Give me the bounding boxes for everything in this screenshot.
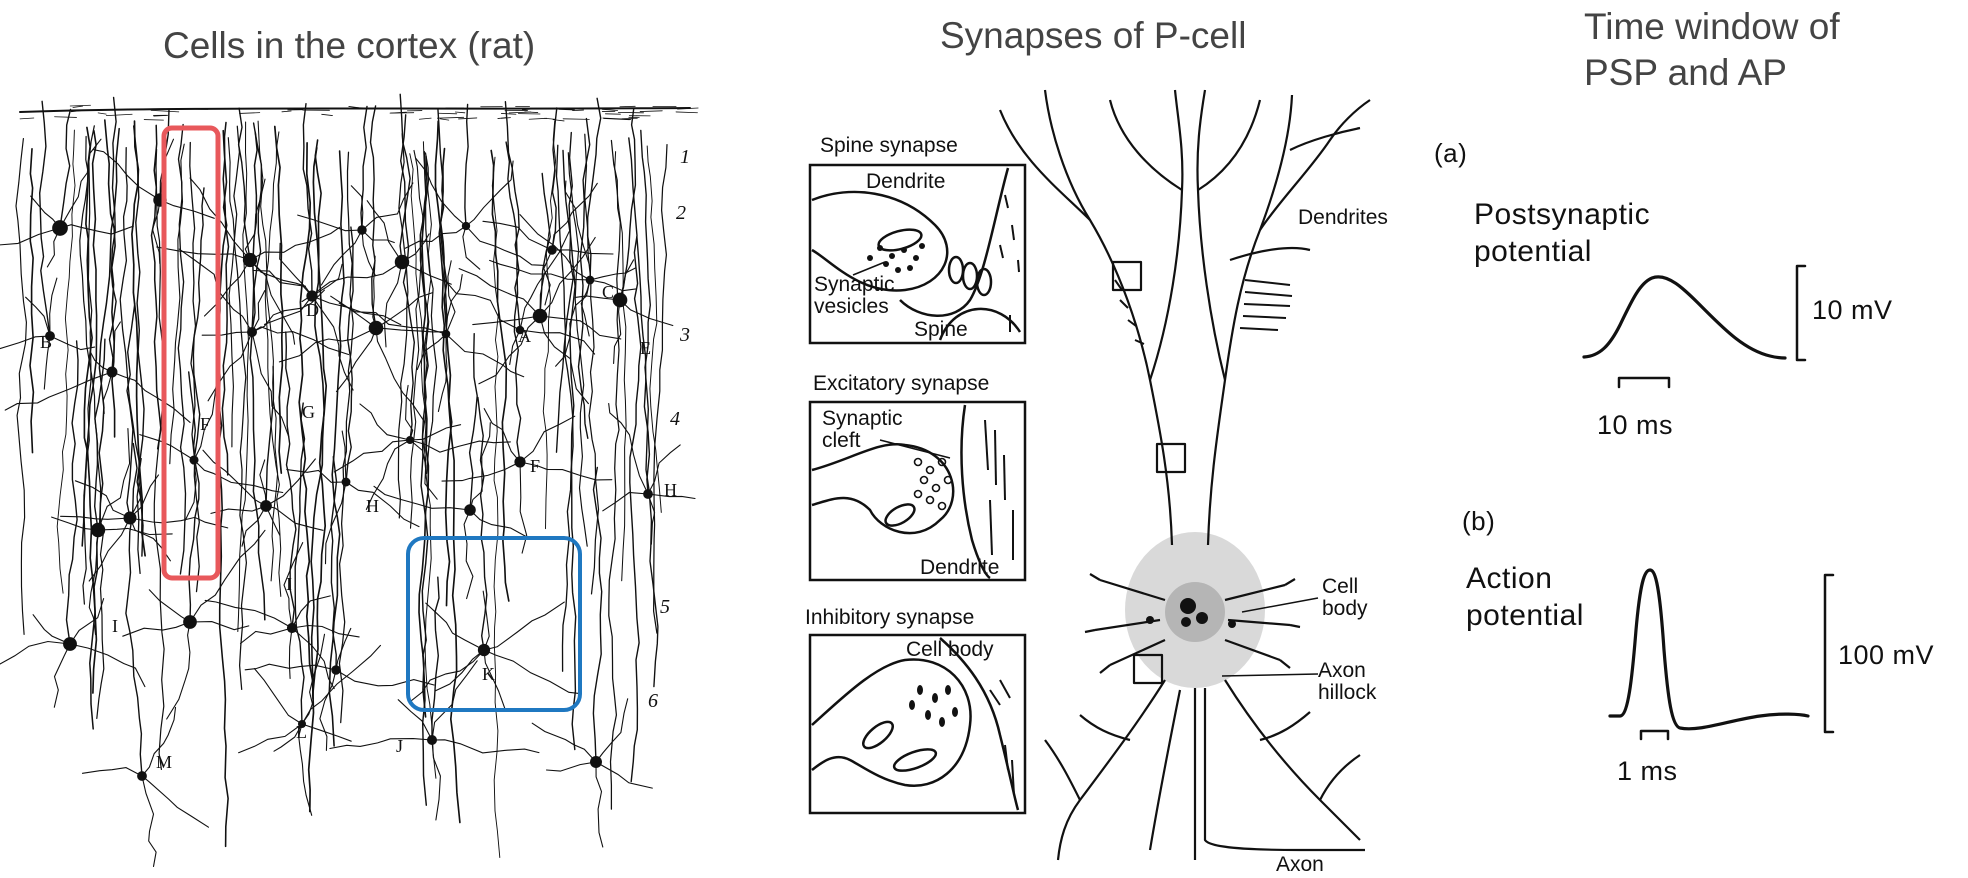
ap-amplitude-scalebar xyxy=(1825,575,1833,732)
ap-amplitude-label: 100 mV xyxy=(1838,640,1934,671)
psp-time-label: 10 ms xyxy=(1597,410,1673,441)
psp-time-scalebar xyxy=(1619,378,1669,387)
ap-time-scalebar xyxy=(1641,731,1668,739)
psp-trace xyxy=(1584,277,1785,358)
ap-trace xyxy=(1610,570,1808,729)
ap-tag: (b) xyxy=(1462,506,1495,537)
psp-name: Postsynaptic potential xyxy=(1474,196,1650,270)
psp-amplitude-label: 10 mV xyxy=(1812,295,1893,326)
psp-amplitude-scalebar xyxy=(1797,266,1805,360)
ap-time-label: 1 ms xyxy=(1617,756,1678,787)
ap-name: Action potential xyxy=(1466,560,1584,634)
psp-tag: (a) xyxy=(1434,138,1467,169)
